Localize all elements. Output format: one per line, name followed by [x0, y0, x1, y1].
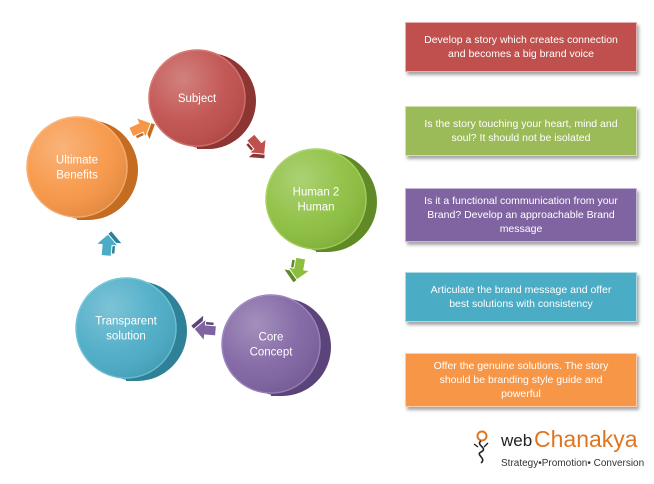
circle-core-label: Core: [259, 332, 284, 344]
circle-human-label: Human 2: [293, 187, 340, 199]
circle-subject: Subject: [148, 49, 256, 149]
logo-mark-icon: [473, 430, 489, 464]
circle-human: Human 2 Human: [265, 148, 377, 252]
circle-transparent-label: Transparent: [95, 316, 157, 328]
flow-arrow-icon: [284, 256, 311, 283]
circle-core-label: Concept: [250, 347, 294, 359]
logo-tagline: Strategy•Promotion• Conversion: [501, 458, 645, 469]
webchanakya-logo: web Chanakya Strategy•Promotion• Convers…: [471, 426, 646, 476]
circle-transparent: Transparent solution: [75, 277, 187, 381]
description-box: Develop a story which creates connection…: [405, 22, 637, 72]
circle-transparent-label: solution: [106, 331, 146, 343]
description-box: Articulate the brand message and offer b…: [405, 272, 637, 322]
description-box: Is it a functional communication from yo…: [405, 188, 637, 242]
circle-subject-label: Subject: [178, 93, 217, 105]
logo-prefix: web: [501, 431, 533, 450]
flow-arrow-icon: [191, 315, 217, 343]
flow-arrow-icon: [128, 116, 155, 139]
flow-arrow-icon: [94, 231, 122, 257]
description-box: Is the story touching your heart, mind a…: [405, 106, 637, 156]
circle-human-label: Human: [297, 202, 334, 214]
circle-benefits-label: Ultimate: [56, 155, 98, 167]
description-box: Offer the genuine solutions. The story s…: [405, 353, 637, 407]
logo-brand-name: Chanakya: [534, 426, 638, 452]
flow-arrow-icon: [246, 133, 267, 159]
circle-benefits-label: Benefits: [56, 170, 98, 182]
